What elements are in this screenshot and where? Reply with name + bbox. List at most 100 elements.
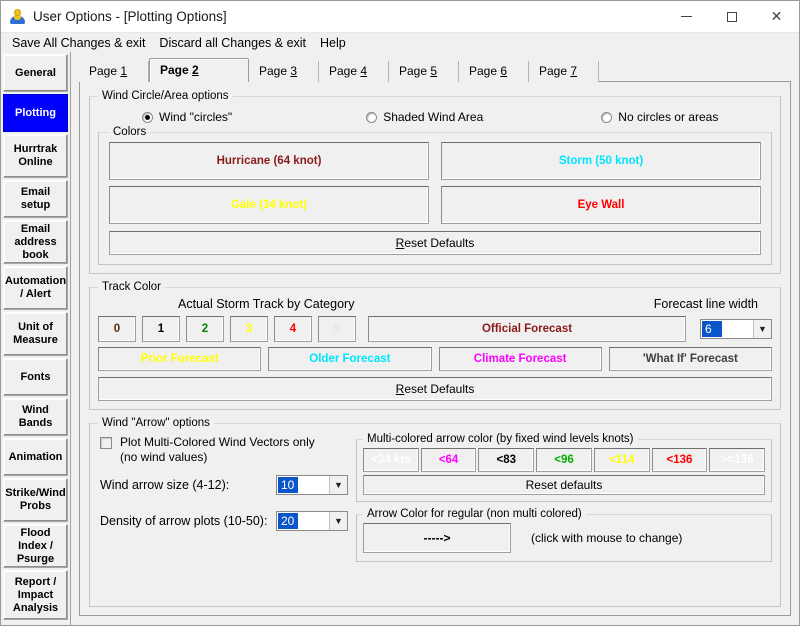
reset-label-rest: eset Defaults	[404, 382, 475, 396]
tab-page-6[interactable]: Page 6	[459, 61, 529, 82]
chevron-down-icon[interactable]: ▼	[753, 320, 771, 338]
arrow-color-button-lt64[interactable]: <64	[420, 448, 477, 472]
sidebar-item-fonts[interactable]: Fonts	[3, 358, 68, 396]
regular-arrow-row: -----> (click with mouse to change)	[363, 523, 765, 553]
wind-circle-radio-row: Wind "circles" Shaded Wind Area No circl…	[98, 110, 772, 124]
color-button-storm[interactable]: Storm (50 knot)	[441, 142, 761, 180]
tab-accel: 7	[570, 64, 578, 78]
category-button-4[interactable]: 4	[274, 316, 312, 342]
color-button-gale[interactable]: Gale (34 knot)	[109, 186, 429, 224]
official-forecast-button[interactable]: Official Forecast	[368, 316, 686, 342]
tab-page-7[interactable]: Page 7	[529, 61, 599, 82]
forecast-line-width-label: Forecast line width	[653, 297, 758, 311]
sidebar-item-report-impact-analysis[interactable]: Report / Impact Analysis	[3, 570, 68, 620]
density-value: 20	[278, 513, 298, 529]
wind-colors-grid: Hurricane (64 knot) Storm (50 knot) Gale…	[109, 142, 761, 224]
chevron-down-icon[interactable]: ▼	[329, 512, 347, 530]
radio-wind-circles[interactable]: Wind "circles"	[142, 110, 232, 124]
tab-label: Page	[399, 64, 431, 78]
tab-page-1[interactable]: Page 1	[79, 61, 149, 82]
regular-arrow-color-button[interactable]: ----->	[363, 523, 511, 553]
checkbox-label-line1: Plot Multi-Colored Wind Vectors only	[120, 435, 315, 449]
tab-page-5[interactable]: Page 5	[389, 61, 459, 82]
tab-accel: 1	[120, 64, 128, 78]
tab-page-3[interactable]: Page 3	[249, 61, 319, 82]
title-bar: User Options - [Plotting Options] ✕	[1, 1, 799, 33]
arrow-color-button-lt136[interactable]: <136	[651, 448, 708, 472]
sidebar-item-wind-bands[interactable]: Wind Bands	[3, 398, 68, 436]
category-button-0[interactable]: 0	[98, 316, 136, 342]
radio-dot-icon	[142, 111, 153, 123]
wind-arrow-left-column: Plot Multi-Colored Wind Vectors only (no…	[98, 433, 348, 562]
checkbox-label: Plot Multi-Colored Wind Vectors only (no…	[120, 435, 315, 465]
tab-accel: 2	[192, 63, 199, 77]
arrow-color-button-lt96[interactable]: <96	[536, 448, 592, 472]
radio-dot-icon	[366, 111, 378, 123]
track-color-legend: Track Color	[102, 281, 161, 293]
regular-arrow-hint: (click with mouse to change)	[531, 531, 683, 545]
reset-defaults-arrow-button[interactable]: Reset defaults	[363, 475, 765, 495]
wind-arrow-size-row: Wind arrow size (4-12): 10 ▼	[100, 475, 348, 495]
sidebar-item-email-address-book[interactable]: Email address book	[3, 220, 68, 264]
sidebar-item-animation[interactable]: Animation	[3, 438, 68, 476]
sidebar-item-general[interactable]: General	[3, 54, 68, 92]
sidebar-item-strike-wind-probs[interactable]: Strike/Wind Probs	[3, 478, 68, 522]
color-button-hurricane[interactable]: Hurricane (64 knot)	[109, 142, 429, 180]
tab-label: Page	[329, 64, 361, 78]
forecast-color-row: Prior Forecast Older Forecast Climate Fo…	[98, 347, 772, 371]
sidebar-item-email-setup[interactable]: Email setup	[3, 180, 68, 218]
sidebar-item-flood-index-psurge[interactable]: Flood Index / Psurge	[3, 524, 68, 568]
forecast-button-climate[interactable]: Climate Forecast	[438, 347, 602, 371]
arrow-color-button-lt83[interactable]: <83	[478, 448, 535, 472]
close-icon[interactable]: ✕	[770, 8, 783, 25]
category-button-2[interactable]: 2	[186, 316, 224, 342]
density-of-arrow-plots-row: Density of arrow plots (10-50): 20 ▼	[100, 511, 348, 531]
minimize-button[interactable]	[664, 1, 709, 32]
sidebar-item-automation-alert[interactable]: Automation / Alert	[3, 266, 68, 310]
sidebar-item-plotting[interactable]: Plotting	[3, 94, 68, 132]
maximize-button[interactable]	[709, 1, 754, 32]
radio-shaded-wind-area[interactable]: Shaded Wind Area	[366, 110, 483, 124]
regular-arrow-color-group: Arrow Color for regular (non multi color…	[356, 508, 772, 562]
tab-strip: Page 1 Page 2 Page 3 Page 4 Page 5 Page …	[79, 58, 791, 82]
reset-accel: R	[395, 236, 405, 250]
radio-no-circles-or-areas[interactable]: No circles or areas	[601, 110, 718, 124]
forecast-line-width-select[interactable]: 6 ▼	[700, 319, 772, 339]
menu-help[interactable]: Help	[320, 35, 346, 50]
radio-label: Shaded Wind Area	[383, 110, 484, 124]
forecast-button-older[interactable]: Older Forecast	[268, 347, 432, 371]
wind-circle-area-group: Wind Circle/Area options Wind "circles" …	[89, 90, 781, 274]
arrow-color-button-lt114[interactable]: <114	[593, 448, 650, 472]
category-button-1[interactable]: 1	[142, 316, 180, 342]
density-select[interactable]: 20 ▼	[276, 511, 348, 531]
window-body: General Plotting Hurrtrak Online Email s…	[1, 52, 799, 625]
category-button-5[interactable]: 5	[318, 316, 356, 342]
forecast-line-width-value: 6	[702, 321, 722, 337]
track-color-group: Track Color Actual Storm Track by Catego…	[89, 281, 781, 410]
forecast-button-prior[interactable]: Prior Forecast	[98, 347, 262, 371]
tab-page-2[interactable]: Page 2	[149, 58, 249, 82]
chevron-down-icon[interactable]: ▼	[329, 476, 347, 494]
wind-colors-group: Colors Hurricane (64 knot) Storm (50 kno…	[98, 126, 772, 265]
color-button-eye-wall[interactable]: Eye Wall	[441, 186, 761, 224]
plot-multicolored-vectors-checkbox[interactable]: Plot Multi-Colored Wind Vectors only (no…	[100, 435, 348, 465]
arrow-color-button-gte136[interactable]: >=136	[709, 448, 766, 472]
category-button-3[interactable]: 3	[230, 316, 268, 342]
arrow-color-button-lt34[interactable]: <34 kts	[363, 448, 419, 472]
wind-arrow-size-select[interactable]: 10 ▼	[276, 475, 348, 495]
wind-colors-legend: Colors	[113, 126, 147, 138]
multi-colored-arrow-group: Multi-colored arrow color (by fixed wind…	[356, 433, 772, 502]
wind-arrow-options-group: Wind "Arrow" options Plot Multi-Colored …	[89, 417, 781, 607]
tab-page-4[interactable]: Page 4	[319, 61, 389, 82]
radio-label: No circles or areas	[618, 110, 719, 124]
sidebar-item-unit-of-measure[interactable]: Unit of Measure	[3, 312, 68, 356]
menu-save-all-changes[interactable]: Save All Changes & exit	[12, 35, 146, 50]
wind-arrow-size-value: 10	[278, 477, 298, 493]
sidebar-item-hurrtrak-online[interactable]: Hurrtrak Online	[3, 134, 68, 178]
forecast-button-what-if[interactable]: 'What If' Forecast	[608, 347, 772, 371]
menu-bar: Save All Changes & exit Discard all Chan…	[1, 33, 799, 52]
menu-discard-all-changes[interactable]: Discard all Changes & exit	[159, 35, 307, 50]
tab-label: Page	[160, 63, 193, 77]
